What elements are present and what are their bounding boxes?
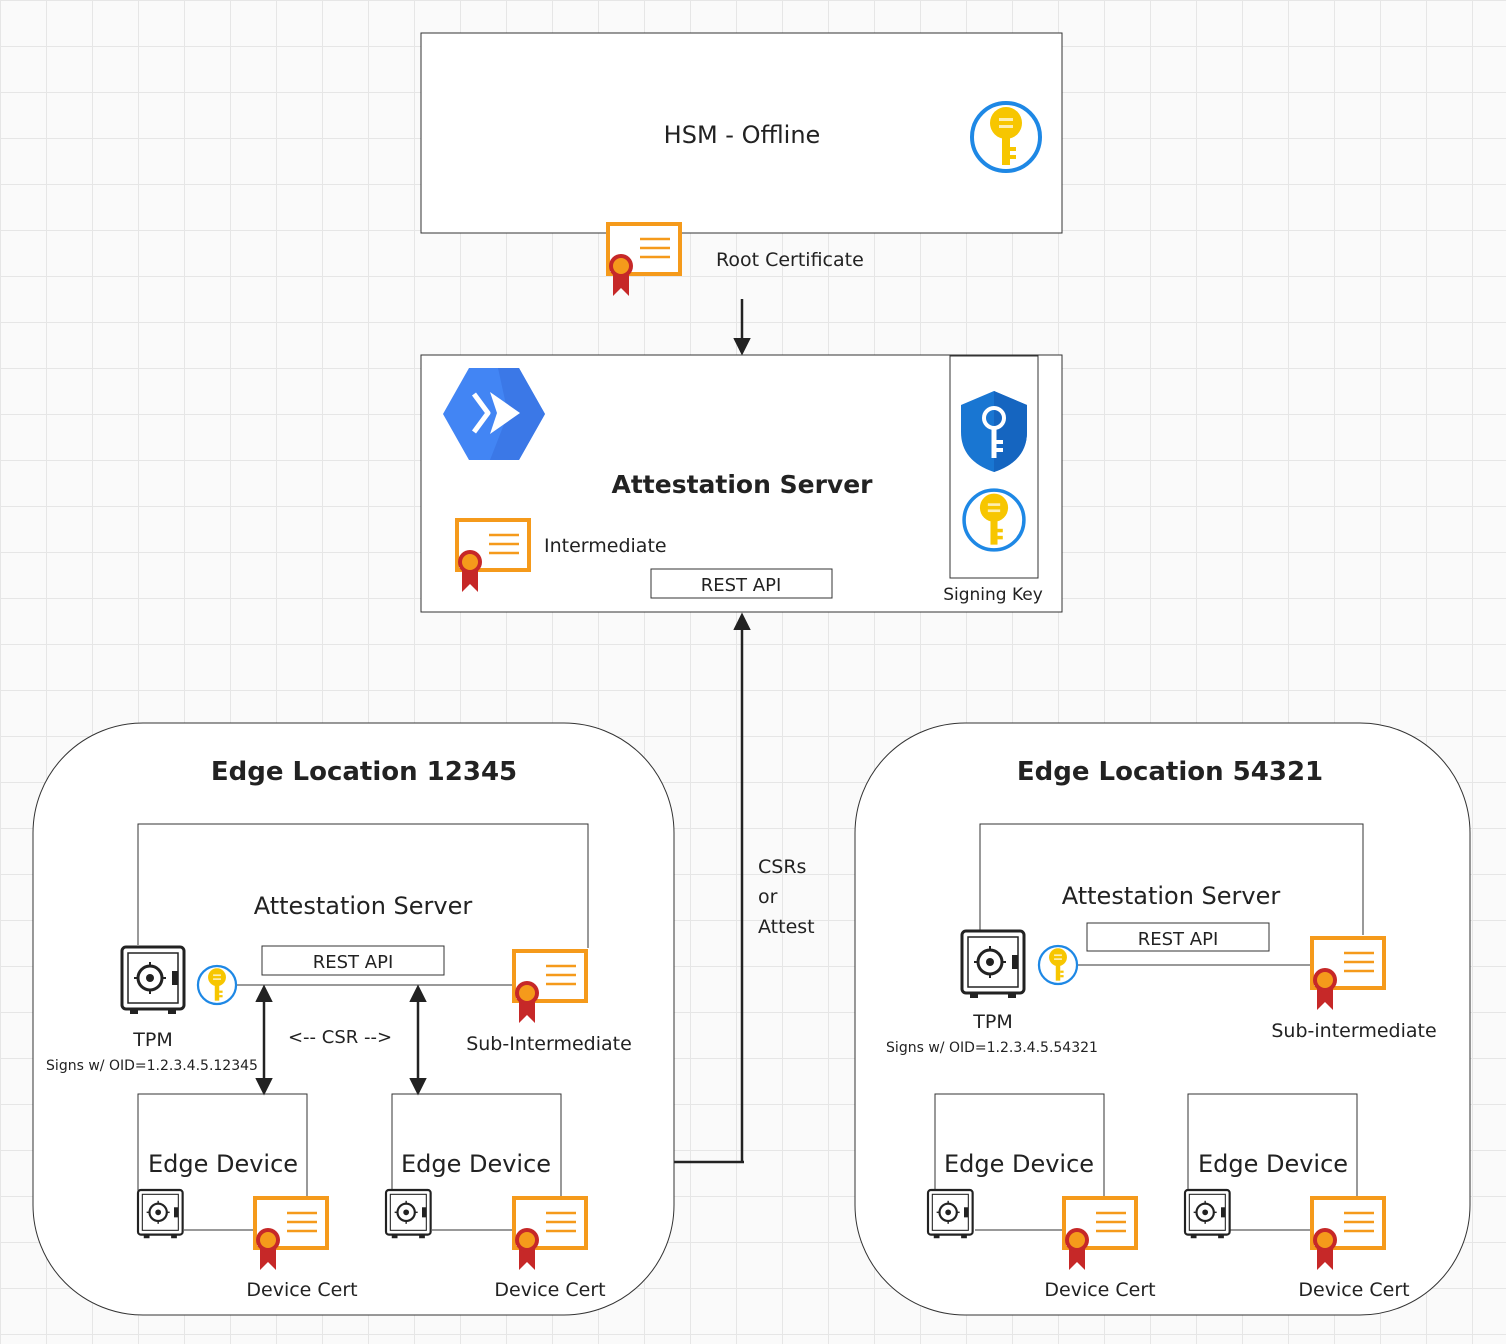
edge-b-device-2-title: Edge Device [1198, 1150, 1348, 1178]
edge-b-device-1: Edge Device Device Cert [926, 1093, 1156, 1301]
edge-b-tpm-key-icon [1037, 944, 1079, 986]
edge-a-device-2: Edge Device Device Cert [384, 1093, 606, 1301]
edge-b-title: Edge Location 54321 [1017, 757, 1323, 787]
channel-label-line3: Attest [758, 916, 815, 938]
safe-icon [120, 945, 186, 1016]
edge-b-rest-api-box: REST API [1086, 922, 1270, 952]
edge-a-tpm-label: TPM [132, 1029, 172, 1051]
edge-b-device-1-title: Edge Device [944, 1150, 1094, 1178]
edge-a-title: Edge Location 12345 [211, 757, 517, 787]
root-certificate-label: Root Certificate [716, 249, 864, 271]
edge-a-tpm-oid: Signs w/ OID=1.2.3.4.5.12345 [46, 1058, 258, 1074]
edge-location-54321: Edge Location 54321 Attestation Server R… [854, 722, 1471, 1316]
key-vault-shield-icon [961, 391, 1027, 472]
edge-a-device-1: Edge Device Device Cert [136, 1093, 358, 1301]
edge-a-rest-api-box: REST API [261, 945, 445, 976]
edge-b-device-1-tpm-icon [926, 1188, 974, 1240]
channel-label-line1: CSRs [758, 856, 806, 878]
edge-a-device-1-tpm-icon [136, 1188, 184, 1240]
edge-a-server-title: Attestation Server [254, 892, 473, 920]
edge-a-csr-label: <-- CSR --> [288, 1027, 392, 1048]
edge-b-device-2: Edge Device Device Cert [1183, 1093, 1410, 1301]
cloud-run-icon [443, 368, 545, 460]
edge-a-sub-label: Sub-Intermediate [466, 1033, 632, 1055]
intermediate-label: Intermediate [544, 535, 667, 557]
central-rest-api-box: REST API [650, 568, 833, 599]
edge-b-tpm-oid: Signs w/ OID=1.2.3.4.5.54321 [886, 1040, 1098, 1056]
signing-key-icon [962, 488, 1026, 552]
central-rest-api-label: REST API [701, 575, 782, 596]
edge-b-server-title: Attestation Server [1062, 882, 1281, 910]
edge-b-device-2-tpm-icon [1183, 1188, 1231, 1240]
edge-b-tpm-label: TPM [972, 1011, 1012, 1033]
edge-a-device-2-cert-label: Device Cert [494, 1279, 605, 1301]
edge-b-server-outline [979, 823, 1364, 935]
edge-b-rest-api-label: REST API [1138, 929, 1219, 950]
edge-b-tpm-safe-icon [960, 929, 1026, 1000]
central-attestation-server: Attestation Server Intermediate REST API… [420, 354, 1063, 613]
edge-a-tpm-key-icon [196, 964, 238, 1006]
channel-label-line2: or [758, 886, 778, 908]
edge-a-device-1-title: Edge Device [148, 1150, 298, 1178]
edge-location-12345: Edge Location 12345 Attestation Server R… [32, 722, 675, 1316]
edge-a-rest-api-label: REST API [313, 952, 394, 973]
signing-key-label: Signing Key [943, 585, 1043, 605]
signing-key-container [949, 355, 1039, 579]
edge-b-device-1-cert-label: Device Cert [1044, 1279, 1155, 1301]
root-certificate-icon [606, 222, 682, 298]
key-icon [970, 101, 1042, 173]
edge-b-sub-label: Sub-intermediate [1271, 1020, 1436, 1042]
edge-a-server-outline [137, 823, 589, 948]
central-server-title: Attestation Server [612, 470, 874, 499]
edge-a-device-2-title: Edge Device [401, 1150, 551, 1178]
edge-a-device-1-cert-label: Device Cert [246, 1279, 357, 1301]
hsm-title: HSM - Offline [664, 121, 821, 149]
edge-b-device-2-cert-label: Device Cert [1298, 1279, 1409, 1301]
edge-a-device-2-tpm-icon [384, 1188, 432, 1240]
hsm-box: HSM - Offline [420, 32, 1063, 234]
